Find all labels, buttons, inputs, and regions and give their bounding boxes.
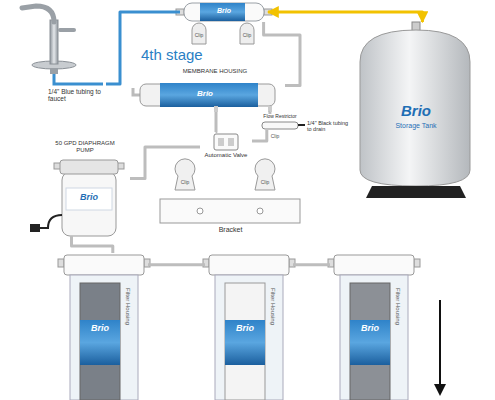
- node-text: 1/4" Blue tubing to faucet: [48, 88, 106, 103]
- cartridge-label: [80, 320, 120, 365]
- valve-detail: [218, 138, 224, 146]
- node-text: 4th stage: [141, 46, 241, 63]
- membrane-label: [160, 83, 258, 107]
- storage-tank: BrioStorage Tank: [352, 22, 480, 200]
- tubing-connector: [72, 236, 113, 253]
- valve-detail: [228, 138, 234, 146]
- bracket: Bracket: [158, 195, 303, 237]
- power-cord: [40, 215, 62, 228]
- filter-housing: Brio Filter Housing: [60, 253, 148, 400]
- clip-symbol: [255, 159, 275, 190]
- node-text: Storage Tank: [352, 122, 480, 130]
- node-text: Brio: [80, 323, 120, 333]
- housing-cap: [209, 255, 289, 275]
- node-text: Filter Housing: [124, 288, 131, 325]
- cartridge: [80, 283, 120, 400]
- tank-stand: [366, 186, 466, 198]
- tubing-connector: [293, 263, 330, 266]
- node-text: Brio: [225, 323, 265, 333]
- cartridge: [350, 283, 390, 400]
- automatic-valve: Automatic Valve: [200, 132, 252, 162]
- part-label: Clip: [258, 180, 272, 186]
- filter-housing: Brio Filter Housing: [330, 253, 418, 400]
- diaphragm-pump: 50 GPD DIAPHRAGM PUMP Brio: [40, 140, 130, 236]
- flow-restrictor: [262, 122, 298, 129]
- part-label: Clip: [240, 33, 254, 39]
- housing-body: [340, 275, 408, 400]
- cartridge: [225, 283, 265, 400]
- node-text: Brio: [180, 89, 230, 98]
- fitting: [58, 259, 64, 267]
- node-text: Brio: [352, 102, 480, 119]
- membrane-housing: [140, 84, 275, 106]
- part-label: 1/4" Black tubing to drain: [307, 120, 351, 133]
- housing-body: [70, 275, 138, 400]
- node-text: Filter Housing: [394, 288, 401, 325]
- tubing-connector: [148, 263, 205, 266]
- node-text: 50 GPD DIAPHRAGM PUMP: [50, 140, 120, 154]
- clip-symbol: [240, 23, 254, 44]
- housing-cap: [64, 255, 144, 275]
- tubing-connector: [268, 12, 422, 22]
- flow-arrowhead: [434, 384, 446, 396]
- housing-body: [215, 275, 283, 400]
- pump-cap: [60, 160, 118, 174]
- node-text: Brio: [60, 192, 118, 202]
- cartridge-label: [225, 320, 265, 365]
- node-text: Automatic Valve: [200, 152, 252, 159]
- filter-housing: Brio Filter Housing: [205, 253, 293, 400]
- faucet-spout: [22, 6, 54, 22]
- cartridge-label: [350, 320, 390, 365]
- node-text: Flow Restrictor: [258, 114, 302, 120]
- node-text: Bracket: [158, 226, 303, 234]
- node-text: Filter Housing: [269, 288, 276, 325]
- clip-symbol: [192, 23, 206, 44]
- fitting: [214, 106, 218, 112]
- housing-cap: [334, 255, 414, 275]
- blue-tubing: [54, 74, 103, 84]
- part-label: Clip: [268, 134, 282, 140]
- fitting: [133, 88, 140, 95]
- tubing-connector: [264, 22, 300, 86]
- bracket-plate: [160, 199, 300, 223]
- tubing-connector: [252, 130, 267, 141]
- automatic-valve: [214, 134, 238, 150]
- tubing-connector: [130, 147, 200, 178]
- drain-tubing: [298, 124, 305, 126]
- power-plug: [30, 224, 40, 232]
- inline-filter: Brio: [180, 2, 268, 22]
- node-text: MEMBRANE HOUSING: [160, 68, 270, 75]
- faucet-handle: [58, 28, 76, 32]
- node-text: Brio: [180, 7, 268, 15]
- clip-symbol: [175, 159, 195, 190]
- tubing-connector: [214, 112, 217, 132]
- filter-housing: [58, 255, 150, 400]
- pump-body: [62, 172, 116, 236]
- node-text: Brio: [350, 323, 390, 333]
- filter-housing: [203, 255, 295, 400]
- flow-restrictor: Flow Restrictor: [258, 114, 302, 130]
- bracket-hole: [257, 208, 263, 214]
- faucet-shank: [50, 68, 58, 74]
- faucet-stem: [50, 20, 58, 64]
- filter-housing: [328, 255, 420, 400]
- bracket-hole: [197, 208, 203, 214]
- part-label: Clip: [178, 180, 192, 186]
- flow-arrow: [439, 300, 441, 386]
- part-label: Clip: [192, 33, 206, 39]
- faucet: 1/4" Blue tubing to faucet: [8, 0, 106, 105]
- fitting: [414, 259, 420, 267]
- membrane-housing: 4th stageMEMBRANE HOUSING Brio: [135, 46, 285, 112]
